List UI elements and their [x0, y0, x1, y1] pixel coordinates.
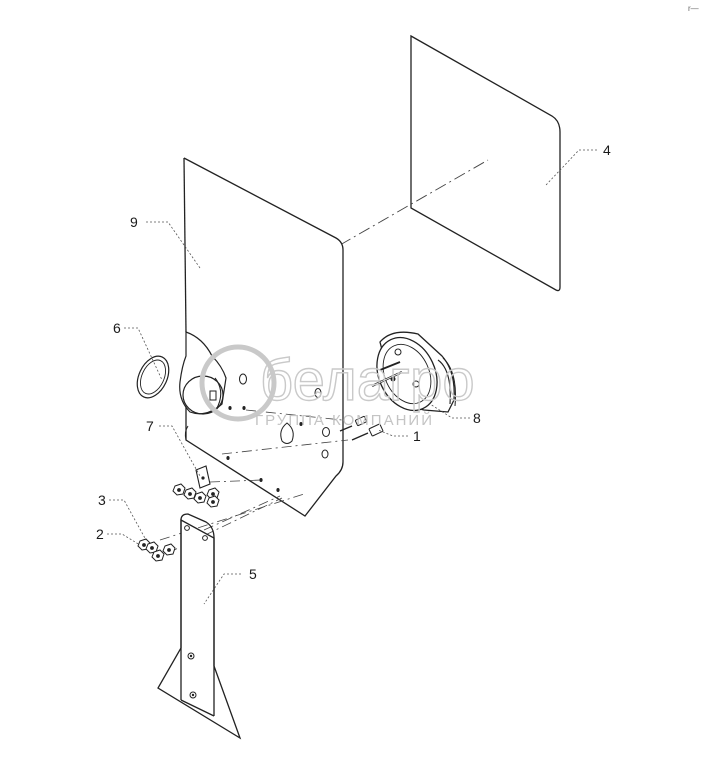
callout-8: 8 — [473, 410, 481, 426]
callout-4: 4 — [603, 142, 611, 158]
callout-2: 2 — [96, 526, 104, 542]
part-1-bolts — [339, 415, 384, 441]
part-5-support-bracket — [157, 513, 242, 740]
leader-lines — [107, 149, 597, 605]
callout-labels: 9 6 7 3 2 5 4 8 1 — [96, 142, 611, 582]
callout-9: 9 — [130, 214, 138, 230]
corner-mark: r— — [688, 4, 699, 13]
callout-1: 1 — [413, 428, 421, 444]
callout-5: 5 — [249, 566, 257, 582]
part-4-rear-panel — [410, 34, 561, 292]
alignment-line-panel — [339, 159, 489, 246]
callout-6: 6 — [113, 320, 121, 336]
callout-7: 7 — [146, 418, 154, 434]
part-7-bracket — [195, 465, 211, 489]
part-9-front-panel — [183, 157, 344, 517]
part-2-3-nuts-washers — [137, 483, 220, 562]
callout-3: 3 — [98, 492, 106, 508]
watermark: белагро ГРУППА КОМПАНИЙ — [199, 344, 475, 429]
watermark-tagline: ГРУППА КОМПАНИЙ — [255, 411, 434, 429]
part-8-gauge — [371, 331, 456, 413]
watermark-brand: белагро — [260, 348, 475, 413]
